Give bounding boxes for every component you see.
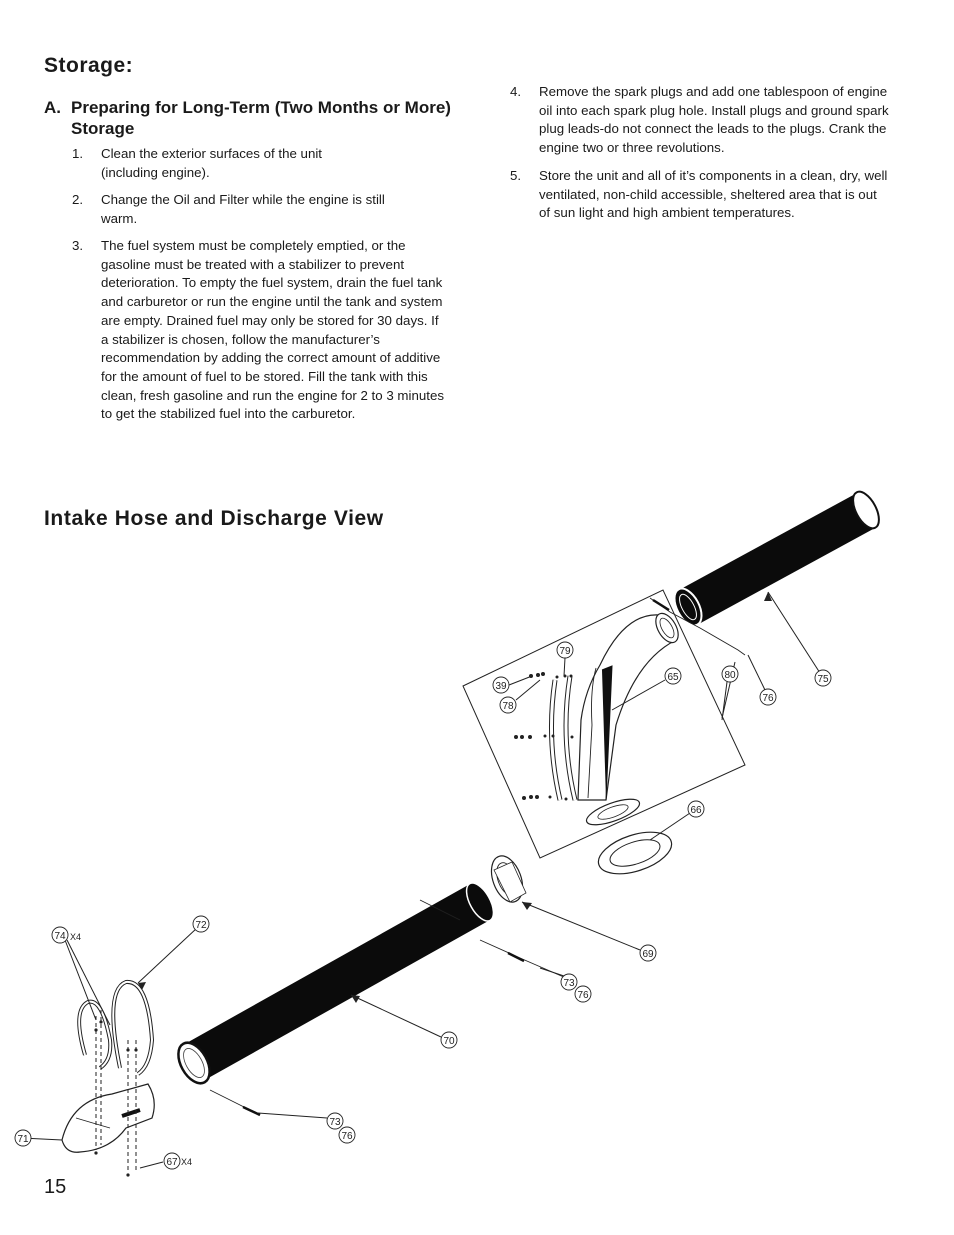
step-text: The fuel system must be completely empti… [101,238,444,422]
svg-text:80: 80 [724,670,736,681]
subheading-text: Preparing for Long-Term (Two Months or M… [71,98,451,138]
callout-72: 72 [192,915,210,933]
step-number: 1. [72,146,84,161]
svg-text:70: 70 [443,1036,455,1047]
intake-hose-70 [177,882,495,1085]
callout-78: 78 [499,696,517,714]
storage-step-3: 3. The fuel system must be completely em… [72,237,444,424]
callout-76-lower: 76 [338,1126,356,1144]
svg-text:X4: X4 [70,932,81,942]
svg-text:72: 72 [195,920,207,931]
svg-text:76: 76 [341,1131,353,1142]
callout-75: 75 [814,669,832,687]
callout-79: 79 [556,641,574,659]
svg-text:75: 75 [817,674,829,685]
upper-hose [673,490,880,627]
svg-text:67: 67 [166,1157,178,1168]
svg-text:76: 76 [577,990,589,1001]
callout-74: 74 X4 [51,926,81,944]
callout-80: 80 [721,665,739,683]
svg-text:73: 73 [329,1117,341,1128]
step-text: Clean the exterior surfaces of the unit … [101,146,322,180]
intake-view-title: Intake Hose and Discharge View [44,507,384,530]
svg-text:79: 79 [559,646,571,657]
storage-step-1: 1. Clean the exterior surfaces of the un… [72,145,372,182]
svg-text:65: 65 [667,672,679,683]
intake-hose-discharge-diagram: 79 39 78 65 80 76 75 66 69 73 76 70 72 7… [14,490,880,1177]
svg-text:76: 76 [762,693,774,704]
svg-text:78: 78 [502,701,514,712]
storage-step-4: 4. Remove the spark plugs and add one ta… [510,83,890,158]
callout-73-lower: 73 [326,1112,344,1130]
step-number: 3. [72,238,84,253]
discharge-panel-outline [462,589,746,859]
callout-73-middle: 73 [560,973,578,991]
svg-text:X4: X4 [181,1157,192,1167]
step-text: Remove the spark plugs and add one table… [539,84,889,156]
callout-65: 65 [664,667,682,685]
page-number: 15 [44,1176,67,1198]
svg-text:69: 69 [642,949,654,960]
callout-76-middle: 76 [574,985,592,1003]
subheading-letter: A. [44,98,61,117]
step-number: 5. [510,168,522,183]
handle-72 [77,980,155,1076]
svg-text:74: 74 [54,931,66,942]
step-text: Store the unit and all of it’s component… [539,168,888,221]
storage-step-5: 5. Store the unit and all of it’s compon… [510,167,890,223]
callout-39: 39 [492,676,510,694]
callout-66: 66 [687,800,705,818]
discharge-elbow [577,612,679,826]
svg-text:73: 73 [563,978,575,989]
step-number: 2. [72,192,84,207]
intake-nozzle-71 [61,1083,155,1153]
callout-69: 69 [639,944,657,962]
gasket-66 [597,831,673,875]
svg-text:66: 66 [690,805,702,816]
callout-76-upper: 76 [759,688,777,706]
flange-69 [490,855,527,903]
long-term-storage-heading: A. Preparing for Long-Term (Two Months o… [44,97,464,139]
svg-text:39: 39 [495,681,507,692]
storage-title: Storage: [44,54,134,77]
step-number: 4. [510,84,522,99]
svg-text:71: 71 [17,1134,29,1145]
callout-71: 71 [14,1129,32,1147]
callout-70: 70 [440,1031,458,1049]
step-text: Change the Oil and Filter while the engi… [101,192,385,226]
storage-step-2: 2. Change the Oil and Filter while the e… [72,191,392,228]
